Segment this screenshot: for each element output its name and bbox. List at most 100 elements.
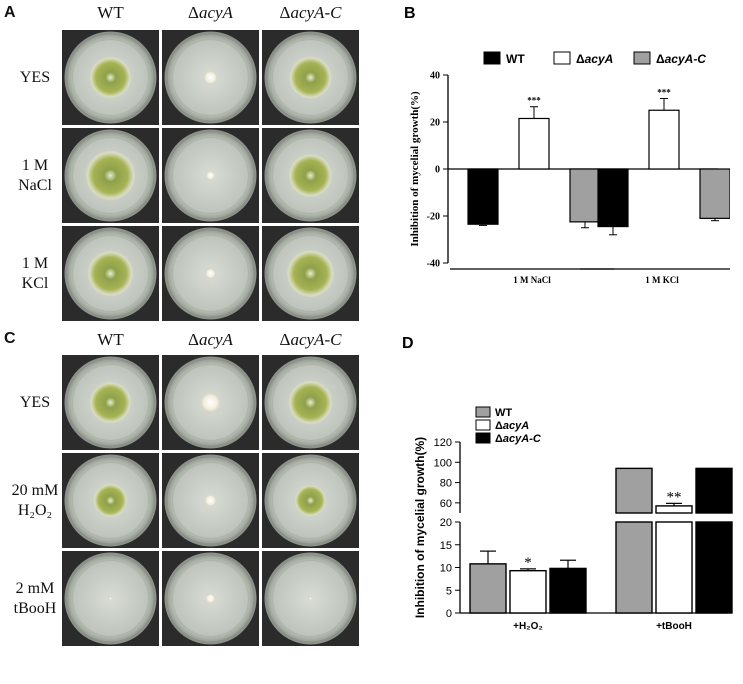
- petri-dish-photo: [62, 355, 159, 450]
- fungal-colony: [205, 268, 216, 279]
- panel-a-row-label-line: 1 M: [21, 254, 49, 272]
- legend-label: ΔacyA-C: [495, 433, 542, 445]
- panel-a-row-label-line: YES: [19, 68, 51, 86]
- y-tick-label: -40: [427, 259, 440, 270]
- fungal-colony: [93, 483, 128, 518]
- fungal-colony: [201, 393, 220, 412]
- bar: [518, 117, 550, 170]
- panel-a-row-label-2: 1 M KCl: [6, 254, 64, 294]
- bar: [509, 569, 547, 614]
- dish-inner-ring: [72, 39, 149, 116]
- fungal-colony: [85, 150, 136, 201]
- chart-d: DWTΔacyAΔacyA-C051015206080100120Inhibit…: [402, 335, 733, 632]
- significance-label: ***: [527, 96, 541, 106]
- y-tick-label: 0: [435, 165, 440, 176]
- bar: [597, 168, 629, 228]
- category-label: 1 M KCl: [645, 275, 679, 285]
- panel-c-row-label-line: H₂O₂: [17, 501, 53, 519]
- petri-dish-photo: [162, 551, 259, 646]
- petri-dish-photo: [62, 30, 159, 125]
- legend-swatch: [553, 51, 571, 65]
- petri-dish-photo: [162, 128, 259, 223]
- fungal-colony: [289, 56, 332, 99]
- fungal-colony: [89, 56, 132, 99]
- panel-a-row-label-line: NaCl: [18, 176, 52, 194]
- category-label: +tBooH: [656, 621, 692, 632]
- fungal-colony: [309, 597, 312, 600]
- fungal-colony: [294, 484, 327, 517]
- panel-c-row-label-line: 20 mM: [11, 481, 59, 499]
- bar: [655, 505, 693, 514]
- significance-label: ***: [657, 88, 671, 98]
- fungal-colony: [288, 153, 333, 198]
- legend-label: ΔacyA-C: [656, 52, 706, 66]
- panel-c-col-label-0: WT: [97, 330, 124, 349]
- dish-inner-ring: [272, 235, 349, 312]
- petri-dish-photo: [162, 453, 259, 548]
- legend-swatch: [633, 51, 651, 65]
- panel-a-col-label-0: WT: [97, 3, 124, 22]
- bar: [655, 521, 693, 614]
- bar: [549, 567, 587, 614]
- petri-dish-photo: [62, 226, 159, 321]
- panel-a-col-label-1: ΔacyA: [188, 3, 233, 22]
- significance-label: **: [667, 489, 682, 505]
- y-tick-label: 120: [434, 437, 452, 449]
- fungal-colony: [286, 249, 335, 298]
- panel-a-col-label-2: ΔacyA-C: [279, 3, 342, 22]
- petri-dish-photo: [262, 128, 359, 223]
- panel-c-row-label-line: tBooH: [13, 599, 57, 617]
- fungal-colony: [204, 71, 217, 84]
- petri-dish-photo: [262, 355, 359, 450]
- y-axis-label: Inhibition of mycelial growth(%): [413, 437, 427, 618]
- petri-dish-photo: [162, 30, 259, 125]
- bar: [699, 168, 730, 219]
- bar: [569, 168, 601, 223]
- panel-a-row-label-0: YES: [6, 68, 64, 88]
- y-tick-label: 40: [430, 71, 440, 82]
- legend-label: WT: [495, 407, 512, 419]
- y-tick-label: 5: [446, 585, 452, 597]
- legend-swatch: [483, 51, 501, 65]
- panel-c-row-label-2: 2 mM tBooH: [6, 579, 64, 619]
- significance-label: *: [524, 555, 532, 571]
- category-label: 1 M NaCl: [513, 275, 551, 285]
- bar: [695, 467, 733, 514]
- fungal-colony: [109, 597, 112, 600]
- petri-dish-photo: [62, 551, 159, 646]
- legend-label: WT: [506, 52, 525, 66]
- fungal-colony: [206, 171, 215, 180]
- legend-label: ΔacyA: [495, 420, 529, 432]
- petri-dish-photo: [62, 453, 159, 548]
- y-tick-label: 15: [440, 540, 452, 552]
- fungal-colony: [87, 250, 134, 297]
- y-axis-label: Inhibition of mycelial growth(%): [409, 91, 421, 247]
- dish-inner-ring: [172, 235, 249, 312]
- panel-c-letter: C: [4, 330, 16, 347]
- category-label: +H₂O₂: [513, 621, 543, 632]
- panel-c-row-label-0: YES: [6, 393, 64, 413]
- panel-c-row-label-1: 20 mM H₂O₂: [6, 481, 64, 521]
- dish-inner-ring: [72, 462, 149, 539]
- dish-inner-ring: [272, 39, 349, 116]
- panel-a-row-label-line: KCl: [21, 274, 49, 292]
- y-tick-label: 0: [446, 608, 452, 620]
- dish-inner-ring: [272, 137, 349, 214]
- panel-c-row-label-line: 2 mM: [15, 579, 55, 597]
- panel-c-col-label-2: ΔacyA-C: [279, 330, 342, 349]
- panel-a-letter: A: [4, 4, 16, 21]
- dish-inner-ring: [272, 560, 349, 637]
- dish-inner-ring: [172, 39, 249, 116]
- y-tick-label: 20: [440, 517, 452, 529]
- bar: [467, 168, 499, 225]
- y-tick-label: -20: [427, 212, 440, 223]
- y-tick-label: 10: [440, 563, 452, 575]
- panel-c-row-label-line: YES: [19, 393, 51, 411]
- panel-b-letter: B: [404, 5, 416, 22]
- petri-dish-photo: [62, 128, 159, 223]
- bar: [615, 521, 653, 614]
- fungal-colony: [205, 593, 216, 604]
- bar: [615, 467, 653, 514]
